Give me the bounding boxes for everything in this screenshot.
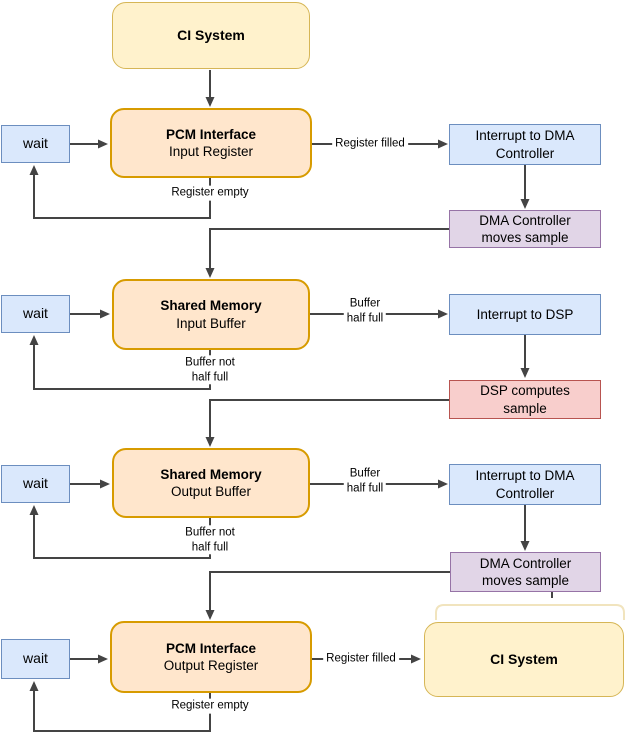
node-label: wait [23, 135, 48, 152]
node-line1: DSP computes [480, 383, 570, 399]
node-ci-system-top: CI System [112, 2, 310, 69]
node-dma-controller-moves-sample-1: DMA Controller moves sample [449, 210, 601, 248]
node-wait-2: wait [1, 295, 70, 333]
node-line1: DMA Controller [479, 555, 572, 571]
node-label: wait [23, 650, 48, 667]
edge-label-buffer-half-full-output: Buffer half full [343, 466, 387, 496]
node-wait-4: wait [1, 639, 70, 679]
edge-label-buffer-not-half-full-input: Buffer not half full [182, 355, 238, 385]
connector-dma-moves2-to-pcm-output [205, 571, 450, 620]
node-title: Shared Memory [160, 298, 262, 314]
node-pcm-interface-input-register: PCM Interface Input Register [110, 108, 312, 178]
faded-shape-artifact [435, 604, 625, 620]
node-subtitle: Output Buffer [170, 484, 252, 499]
edge-label-register-filled-bottom: Register filled [323, 651, 399, 667]
connector-dma-moves1-to-shared-input [205, 228, 449, 278]
node-interrupt-to-dma-controller-1: Interrupt to DMA Controller [449, 124, 601, 165]
node-interrupt-to-dsp: Interrupt to DSP [449, 294, 601, 335]
edge-label-buffer-half-full-input: Buffer half full [343, 296, 387, 326]
node-interrupt-to-dma-controller-2: Interrupt to DMA Controller [449, 464, 601, 505]
node-ci-system-bottom: CI System [424, 622, 624, 697]
node-subtitle: Input Buffer [176, 315, 246, 331]
edge-label-register-filled-top: Register filled [332, 136, 408, 152]
node-line2: Controller [495, 485, 555, 501]
node-shared-memory-input-buffer: Shared Memory Input Buffer [112, 279, 310, 350]
edge-label-register-empty-top: Register empty [168, 185, 252, 201]
node-line2: moves sample [481, 230, 569, 245]
node-wait-3: wait [1, 465, 70, 503]
node-dsp-computes-sample: DSP computes sample [449, 380, 601, 419]
node-pcm-interface-output-register: PCM Interface Output Register [110, 621, 312, 693]
edge-label-buffer-not-half-full-output: Buffer not half full [182, 525, 238, 555]
edge-label-register-empty-bottom: Register empty [168, 698, 252, 714]
node-label: wait [23, 305, 48, 322]
node-line1: DMA Controller [479, 212, 571, 228]
node-line1: Interrupt to DMA [475, 128, 575, 144]
node-line1: Interrupt to DMA [475, 468, 575, 484]
node-line2: Controller [495, 145, 555, 161]
node-line2: moves sample [481, 573, 570, 588]
node-wait-1: wait [1, 125, 70, 163]
connector-dsp-computes-to-shared-output [205, 399, 449, 447]
node-label: CI System [490, 650, 558, 667]
node-label: wait [23, 475, 48, 492]
node-title: PCM Interface [165, 640, 257, 656]
node-line2: sample [503, 400, 547, 416]
node-title: Shared Memory [160, 466, 262, 482]
node-subtitle: Input Register [168, 144, 254, 159]
node-title: PCM Interface [165, 126, 257, 142]
node-dma-controller-moves-sample-2: DMA Controller moves sample [450, 552, 601, 592]
node-label: Interrupt to DSP [476, 306, 574, 322]
node-label: CI System [177, 26, 245, 43]
node-shared-memory-output-buffer: Shared Memory Output Buffer [112, 448, 310, 518]
node-subtitle: Output Register [163, 658, 259, 673]
